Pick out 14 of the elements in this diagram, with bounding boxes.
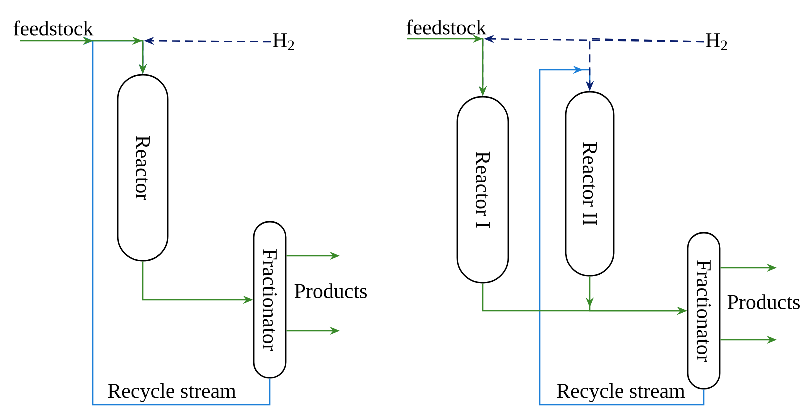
- edge-label: Recycle stream: [108, 383, 236, 403]
- flow-arrow: [539, 66, 705, 406]
- reactor-vessel: Reactor I: [456, 96, 510, 284]
- products-label: Products: [294, 284, 367, 298]
- stream-label: H$_{2}$: [706, 34, 728, 50]
- reactor-vessel: Reactor: [117, 74, 169, 262]
- reactor-vessel: Reactor II: [565, 91, 615, 277]
- stream-label: feedstock: [14, 20, 94, 36]
- products-label: Products: [728, 294, 800, 310]
- fractionator-column: Fractionator: [253, 221, 287, 379]
- fractionator-column: Fractionator: [687, 232, 721, 390]
- stream-label: feedstock: [406, 20, 487, 35]
- edge-label: Recycle stream: [557, 383, 686, 403]
- stream-label: H$_{2}$: [273, 34, 294, 50]
